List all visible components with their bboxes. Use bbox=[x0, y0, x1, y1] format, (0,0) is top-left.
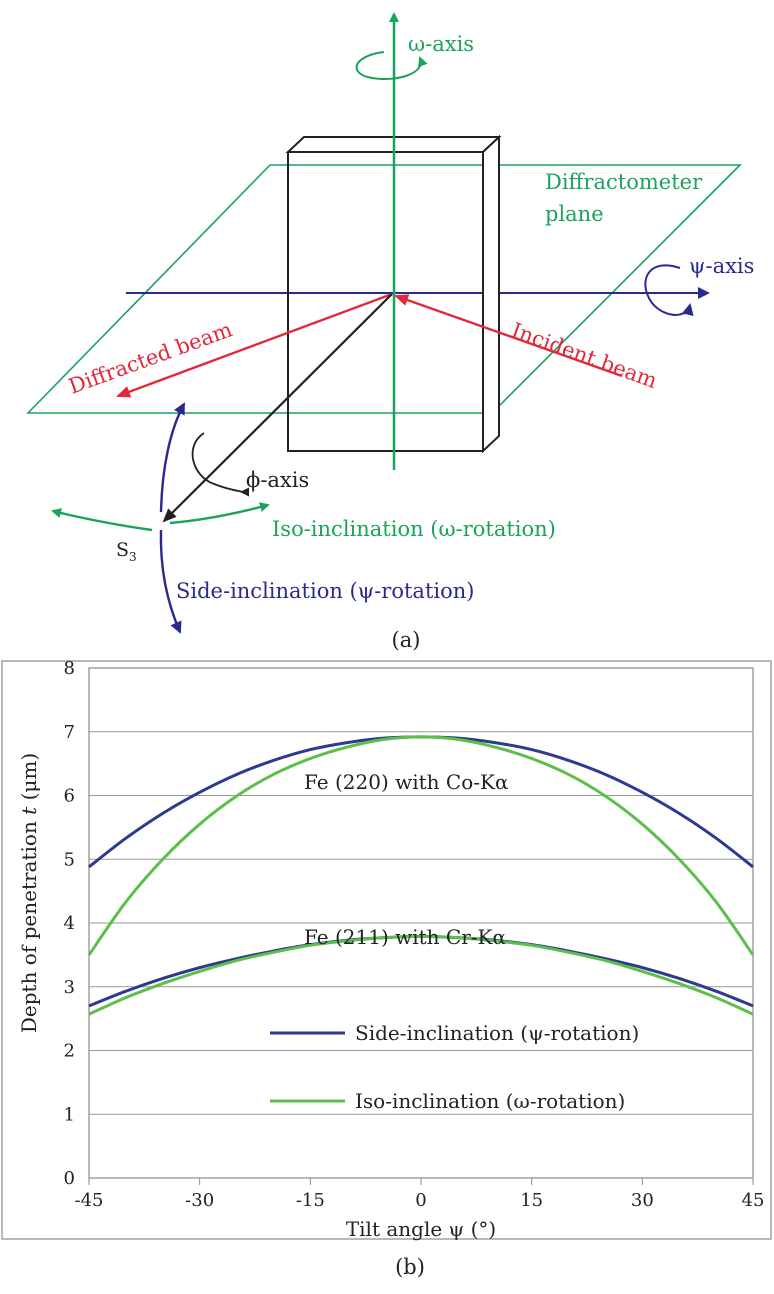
series-line-3 bbox=[88, 934, 754, 1016]
x-tick-label: 0 bbox=[415, 1190, 426, 1211]
plane-label-line2: plane bbox=[545, 202, 604, 226]
iso-inclination-arc bbox=[51, 508, 153, 532]
legend: Side-inclination (ψ-rotation) Iso-inclin… bbox=[270, 1021, 639, 1113]
phi-axis-label: ϕ-axis bbox=[246, 468, 309, 492]
x-tick-label: 45 bbox=[742, 1190, 765, 1211]
psi-rotation-arrow bbox=[644, 264, 694, 317]
phi-axis-arrow bbox=[162, 293, 393, 523]
s3-label: S3 bbox=[116, 539, 137, 564]
incident-beam-label: Incident beam bbox=[508, 318, 660, 393]
x-tick-label: 30 bbox=[631, 1190, 654, 1211]
y-tick-label: 6 bbox=[64, 786, 75, 807]
caption-a: (a) bbox=[392, 628, 421, 652]
x-tick-label: -15 bbox=[296, 1190, 325, 1211]
psi-axis-label: ψ-axis bbox=[689, 254, 754, 278]
y-tick-label: 5 bbox=[64, 849, 75, 870]
legend-label-iso: Iso-inclination (ω-rotation) bbox=[355, 1089, 625, 1113]
y-tick-label: 3 bbox=[64, 977, 75, 998]
incident-beam-arrow bbox=[394, 294, 623, 378]
iso-inclination-arc-right bbox=[169, 502, 270, 525]
side-inclination-arc-up bbox=[159, 402, 186, 513]
y-tick-label: 0 bbox=[64, 1168, 75, 1189]
y-tick-label: 2 bbox=[64, 1041, 75, 1062]
x-tick-label: 15 bbox=[520, 1190, 543, 1211]
annotation-fe220: Fe (220) with Co-Kα bbox=[304, 770, 508, 794]
series-line-1 bbox=[87, 735, 755, 956]
plane-label-line1: Diffractometer bbox=[545, 170, 703, 194]
series-layer bbox=[87, 735, 755, 1016]
annotation-fe211: Fe (211) with Cr-Kα bbox=[304, 925, 506, 949]
chart-outer-frame bbox=[1, 660, 772, 1240]
diffractometer-plane bbox=[26, 164, 742, 414]
omega-rotation-arrow bbox=[355, 51, 428, 80]
y-tick-label: 4 bbox=[64, 913, 75, 934]
y-tick-label: 8 bbox=[64, 660, 75, 679]
iso-inclination-label: Iso-inclination (ω-rotation) bbox=[272, 517, 556, 541]
y-tick-label: 1 bbox=[64, 1104, 75, 1125]
side-inclination-label: Side-inclination (ψ-rotation) bbox=[176, 579, 474, 603]
diagram-svg: ω-axis Diffractometer plane ψ-axis Diffr… bbox=[26, 12, 754, 652]
diffracted-beam-arrow bbox=[116, 292, 393, 398]
legend-label-side: Side-inclination (ψ-rotation) bbox=[355, 1021, 639, 1045]
omega-axis-label: ω-axis bbox=[408, 32, 474, 56]
diffracted-beam-label: Diffracted beam bbox=[66, 317, 236, 398]
s3-label-main: S bbox=[116, 539, 129, 561]
phi-rotation-arrow bbox=[191, 432, 250, 497]
s3-label-sub: 3 bbox=[129, 550, 137, 564]
x-tick-label: -30 bbox=[185, 1190, 214, 1211]
y-tick-label: 7 bbox=[64, 722, 75, 743]
panel-a-diagram: ω-axis Diffractometer plane ψ-axis Diffr… bbox=[26, 12, 754, 652]
y-axis-title-prefix: Depth of penetration bbox=[17, 815, 41, 1033]
caption-b: (b) bbox=[395, 1255, 425, 1279]
series-line-0 bbox=[88, 735, 754, 869]
y-axis-title-var: t bbox=[17, 806, 41, 815]
side-inclination-arc-down bbox=[159, 529, 182, 634]
y-axis-title-suffix: (μm) bbox=[17, 753, 41, 807]
x-axis-title: Tilt angle ψ (°) bbox=[346, 1217, 496, 1241]
y-axis-title: Depth of penetration t (μm) bbox=[17, 753, 41, 1033]
x-tick-label: -45 bbox=[75, 1190, 104, 1211]
